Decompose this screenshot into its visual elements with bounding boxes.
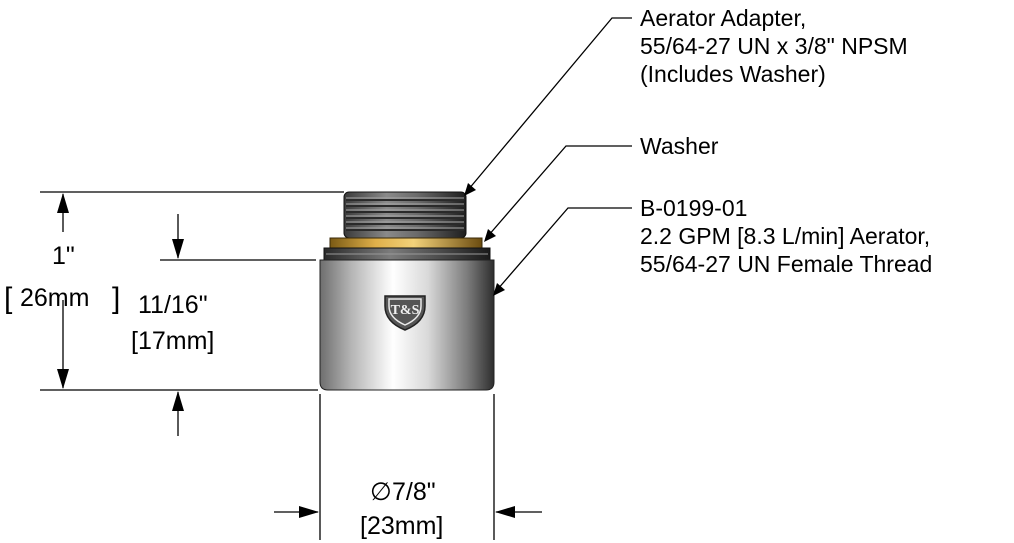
aerator-collar — [323, 247, 491, 261]
washer-label: Washer — [640, 133, 719, 159]
callout-washer: Washer — [640, 133, 719, 159]
aerator-label-line3: 55/64-27 UN Female Thread — [640, 251, 932, 277]
leader-lines — [464, 17, 632, 296]
overall-arrow-up — [57, 193, 69, 213]
body-arrow-up — [172, 391, 184, 411]
diameter-symbol: ∅ — [370, 478, 392, 506]
adapter-thread — [343, 191, 467, 239]
body-height-dimension: 11/16" [17mm] — [131, 214, 316, 436]
overall-bracket-right: ] — [112, 282, 120, 315]
overall-arrow-down — [57, 369, 69, 389]
adapter-leader-line — [467, 17, 632, 191]
ts-logo-text: T&S — [391, 303, 420, 318]
callout-aerator: B-0199-01 2.2 GPM [8.3 L/min] Aerator, 5… — [640, 195, 932, 277]
diameter-arrow-right — [299, 506, 319, 518]
aerator-leader-line — [496, 207, 632, 291]
body-height-imperial: 11/16" — [138, 291, 208, 319]
washer-ring — [329, 237, 483, 249]
aerator-leader-arrow — [493, 283, 505, 296]
overall-height-metric: 26mm — [20, 284, 89, 312]
washer-leader-arrow — [484, 229, 496, 242]
diameter-dimension: ∅ 7/8" [23mm] — [274, 394, 542, 540]
overall-height-dimension: 1" [ 26mm ] — [4, 191, 344, 391]
callout-adapter: Aerator Adapter, 55/64-27 UN x 3/8" NPSM… — [640, 5, 908, 87]
adapter-label-line2: 55/64-27 UN x 3/8" NPSM — [640, 33, 908, 59]
adapter-leader-arrow — [464, 183, 476, 196]
diameter-imperial: 7/8" — [392, 478, 436, 506]
adapter-label-line1: Aerator Adapter, — [640, 5, 806, 31]
aerator-label-line2: 2.2 GPM [8.3 L/min] Aerator, — [640, 223, 930, 249]
diameter-arrow-left — [495, 506, 515, 518]
washer-leader-line — [487, 145, 632, 237]
diameter-metric: [23mm] — [360, 512, 443, 540]
overall-height-imperial: 1" — [52, 242, 75, 270]
overall-bracket-left: [ — [4, 282, 13, 315]
body-arrow-down — [172, 239, 184, 259]
aerator-part: T&S — [319, 191, 495, 391]
body-height-metric: [17mm] — [131, 327, 214, 355]
adapter-label-line3: (Includes Washer) — [640, 61, 826, 87]
aerator-label-line1: B-0199-01 — [640, 195, 747, 221]
ts-logo: T&S — [384, 295, 426, 331]
